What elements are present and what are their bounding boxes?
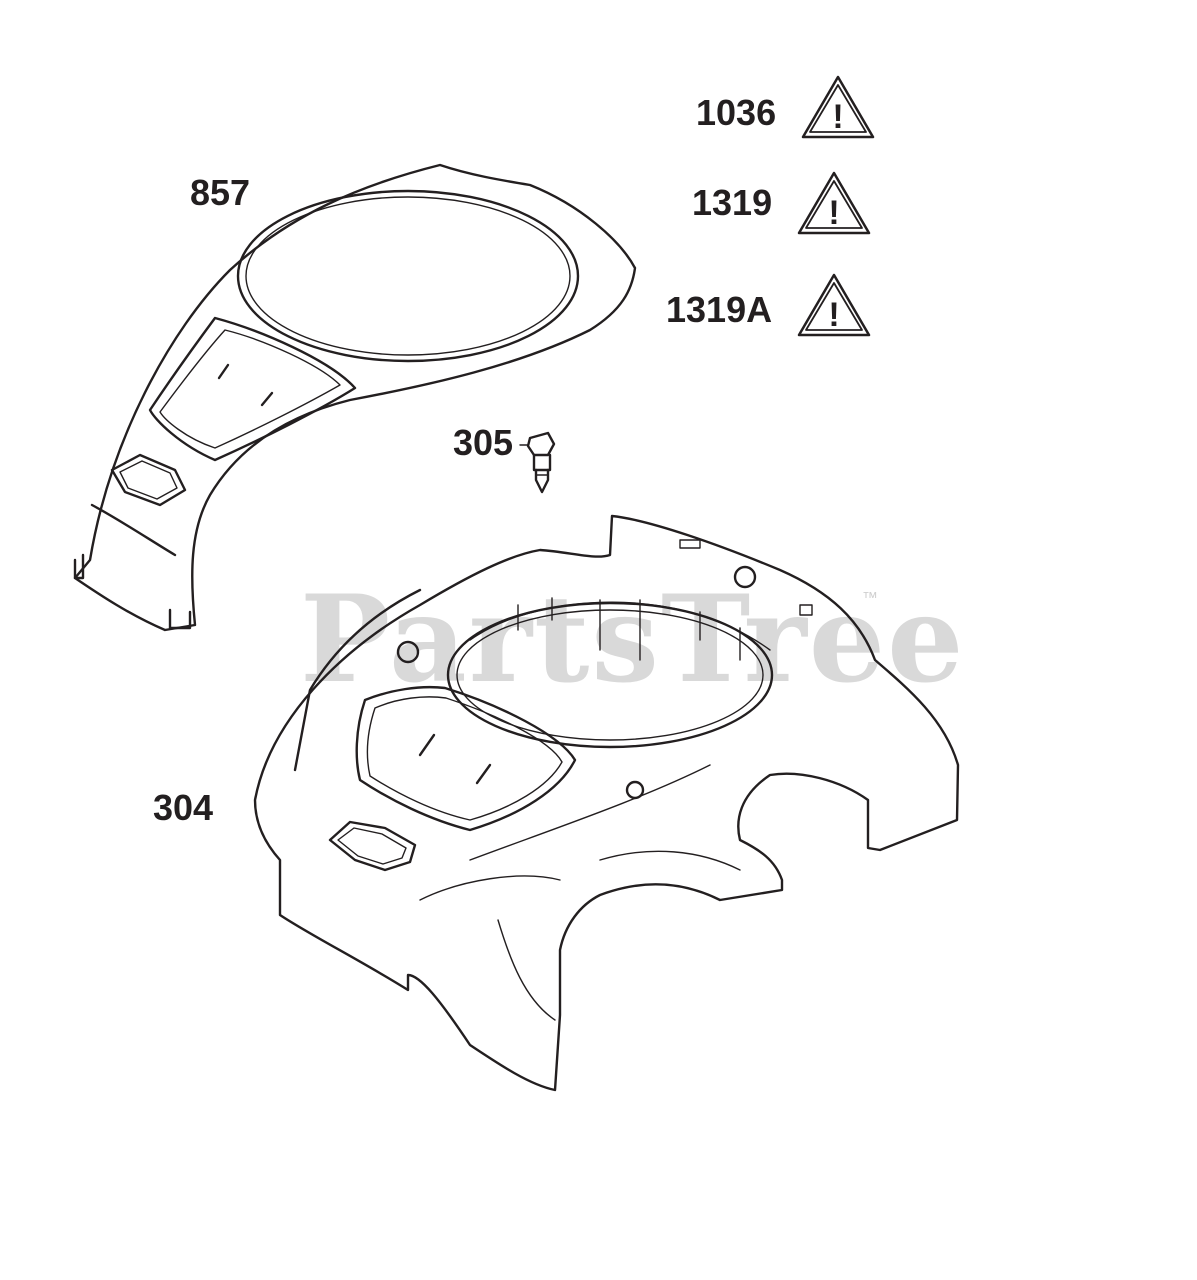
callout-1036[interactable]: 1036 (696, 92, 777, 133)
callout-1319a[interactable]: 1319A (666, 289, 773, 330)
callout-1319[interactable]: 1319 (692, 182, 773, 223)
watermark-trademark: ™ (862, 590, 878, 607)
part-304-housing[interactable] (253, 514, 960, 1092)
part-857-opening (236, 189, 580, 363)
warning-exclamation: ! (828, 194, 839, 232)
warning-triangle-icon-1319[interactable]: ! (796, 170, 872, 236)
warning-triangle-icon-1319a[interactable]: ! (796, 272, 872, 338)
part-857-panel (148, 316, 357, 462)
warning-exclamation: ! (832, 98, 843, 136)
part-857-logo-badge (110, 453, 187, 507)
part-305-screw[interactable] (526, 431, 556, 494)
part-857-cover[interactable] (73, 163, 637, 632)
callout-857[interactable]: 857 (190, 172, 251, 213)
callout-304[interactable]: 304 (153, 787, 214, 828)
part-304-logo-recess (328, 820, 417, 872)
part-304-opening (446, 601, 774, 749)
part-304-panel (355, 685, 577, 832)
warning-exclamation: ! (828, 296, 839, 334)
watermark-partstree: PartsTree (300, 569, 966, 710)
callout-305[interactable]: 305 (453, 422, 514, 463)
warning-triangle-icon-1036[interactable]: ! (800, 74, 876, 140)
